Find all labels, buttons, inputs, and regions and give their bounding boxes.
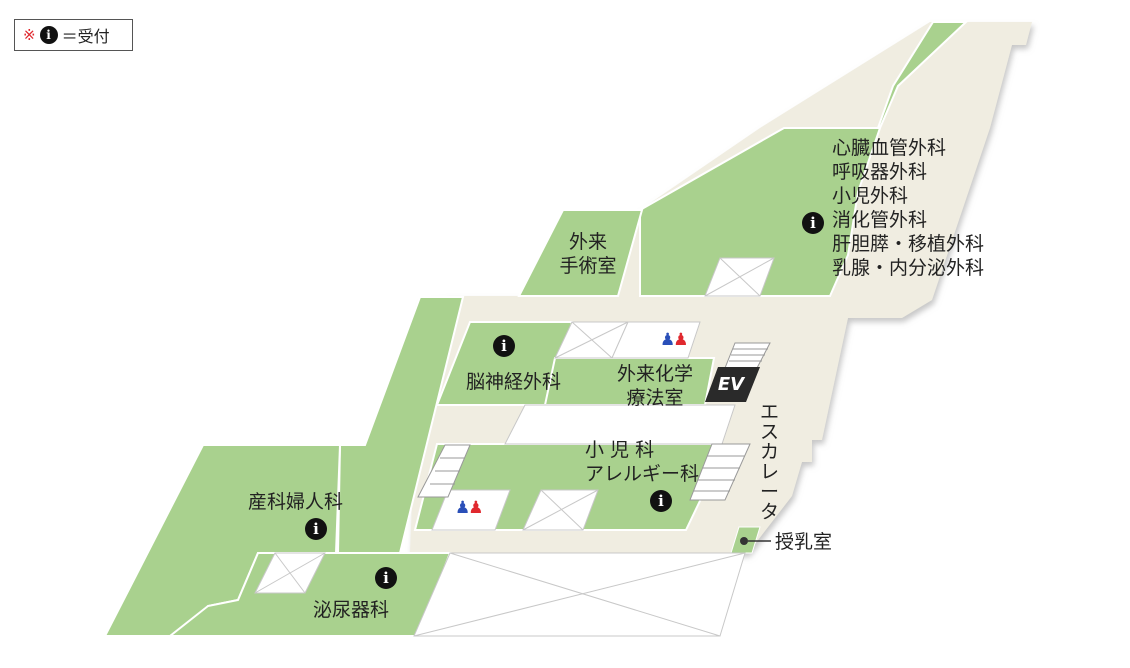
label-chemo: 外来化学 療法室 xyxy=(607,362,703,410)
label-surgery-room: 手術室 xyxy=(559,255,617,277)
label-obgyn: 産科婦人科 xyxy=(248,491,344,513)
label-neurosurgery: 脳神経外科 xyxy=(466,371,562,393)
label-nursing-room: 授乳室 xyxy=(775,531,833,553)
label-chemo-1: 外来化学 xyxy=(616,363,693,385)
label-cardio: 心臓血管外科 呼吸器外科 小児外科 消化管外科 肝胆膵・移植外科 乳腺・内分泌外… xyxy=(832,136,984,280)
void-areas xyxy=(254,257,775,637)
info-icon[interactable]: i xyxy=(493,335,515,357)
info-icon[interactable]: i xyxy=(375,567,397,589)
info-icon[interactable]: i xyxy=(305,518,327,540)
info-icon: i xyxy=(39,26,58,44)
label-pediatrics-2: アレルギー科 xyxy=(585,463,700,485)
label-chemo-2: 療法室 xyxy=(626,387,684,409)
info-icon[interactable]: i xyxy=(802,212,824,234)
dept-pediatric-surgery: 小児外科 xyxy=(832,185,909,207)
dept-cardiovascular: 心臓血管外科 xyxy=(832,137,947,159)
label-pediatrics: 小 児 科 アレルギー科 xyxy=(585,438,699,486)
dept-hbp-transplant: 肝胆膵・移植外科 xyxy=(832,233,985,255)
nursing-dot xyxy=(740,537,748,545)
legend-mark: ※ xyxy=(23,26,36,44)
info-icon[interactable]: i xyxy=(650,490,672,512)
dept-respiratory: 呼吸器外科 xyxy=(832,161,928,183)
label-pediatrics-1: 小 児 科 xyxy=(585,439,655,461)
label-escalator: エスカレータ xyxy=(760,401,780,523)
outpatient-surgery-room[interactable] xyxy=(517,209,644,297)
cardio-wing[interactable] xyxy=(639,21,969,297)
elevator-label: EV xyxy=(717,374,745,395)
label-urology: 泌尿器科 xyxy=(313,599,390,621)
dept-breast-endocrine: 乳腺・内分泌外科 xyxy=(832,257,985,279)
legend-text: ＝受付 xyxy=(61,27,110,46)
ev-box xyxy=(705,367,760,402)
label-outpatient-surgery: 外来 手術室 xyxy=(548,230,628,278)
legend: ※ i ＝受付 xyxy=(14,19,133,51)
restroom-icon[interactable]: ♟♟ xyxy=(455,498,484,518)
label-outpatient: 外来 xyxy=(568,231,607,253)
stairs xyxy=(417,342,771,501)
restroom-icon[interactable]: ♟♟ xyxy=(660,330,689,350)
dept-gi-surgery: 消化管外科 xyxy=(832,209,928,231)
